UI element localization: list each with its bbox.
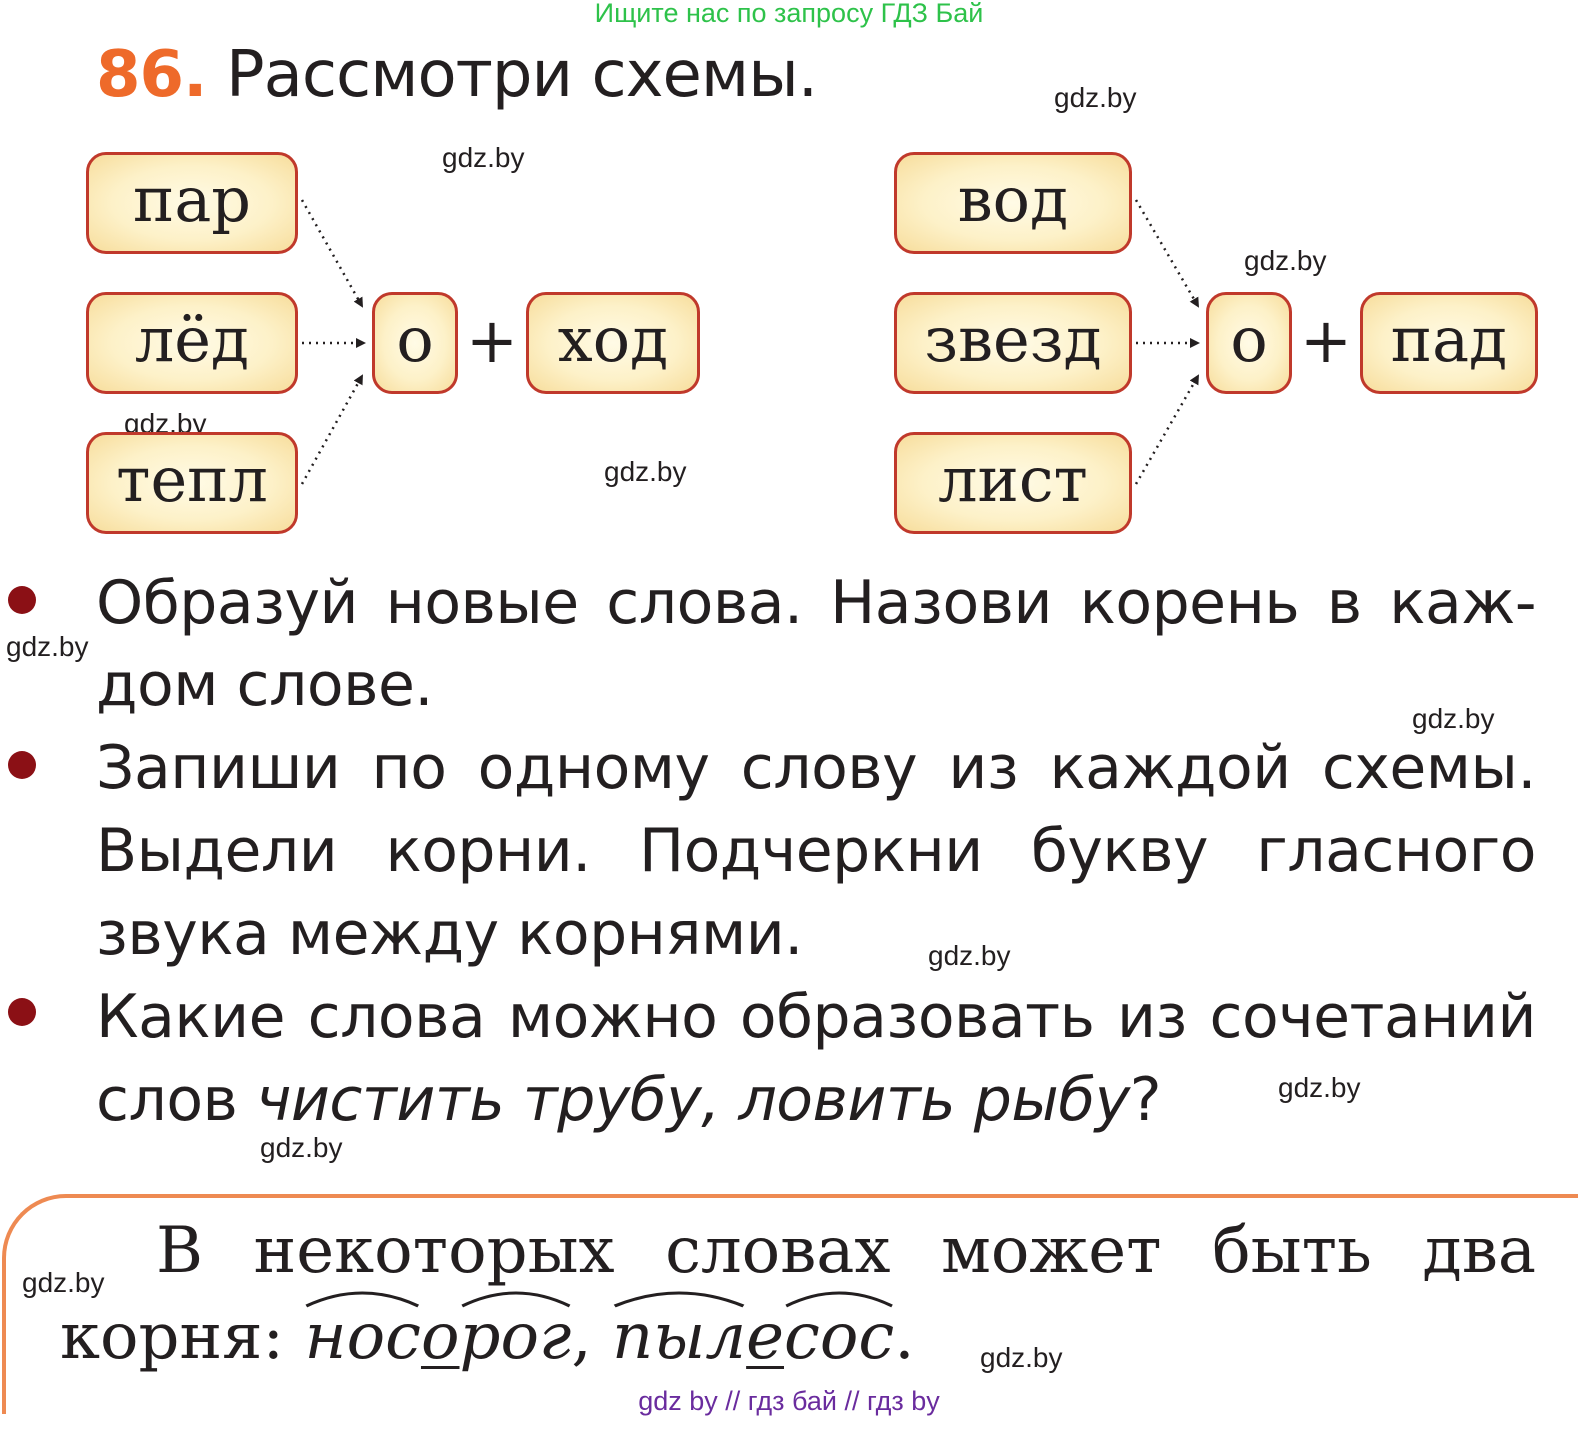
root-box: лёд bbox=[86, 292, 298, 394]
arrow bbox=[1134, 374, 1200, 485]
arc-mark bbox=[613, 1291, 745, 1308]
arrow bbox=[300, 374, 364, 485]
rule-text-start: корня: bbox=[60, 1300, 305, 1374]
root-arc: рог bbox=[460, 1291, 571, 1374]
watermark: gdz.by bbox=[1412, 703, 1495, 734]
root-box: тепл bbox=[86, 432, 298, 534]
watermark: gdz.by bbox=[980, 1342, 1063, 1373]
instruction-line: Образуй новые слова. Назови корень в каж… bbox=[96, 568, 1537, 638]
connector-box: о bbox=[372, 292, 458, 394]
bullet-point bbox=[8, 751, 36, 779]
task-number: 86. bbox=[96, 38, 207, 112]
second-root-box: пад bbox=[1360, 292, 1538, 394]
watermark: gdz.by bbox=[604, 456, 687, 487]
watermark: gdz.by bbox=[442, 142, 525, 173]
root-arc: пыл bbox=[612, 1291, 746, 1374]
watermark: gdz.by bbox=[1278, 1072, 1361, 1103]
scheme-arrows bbox=[300, 199, 1200, 485]
bullet-point bbox=[8, 998, 36, 1026]
root-arc: нос bbox=[304, 1291, 421, 1374]
arc-mark bbox=[460, 1291, 570, 1308]
instruction-line: Запиши по одному слову из каждой схемы. bbox=[96, 733, 1537, 803]
instruction-text: слов bbox=[96, 1065, 256, 1135]
comma: , bbox=[571, 1300, 613, 1374]
instruction-line: слов чистить трубу, ловить рыбу? bbox=[96, 1065, 1162, 1135]
question-mark: ? bbox=[1129, 1065, 1162, 1135]
bullet-point bbox=[8, 586, 36, 614]
root-box: вод bbox=[894, 152, 1132, 254]
instruction-line: дом слове. bbox=[96, 650, 433, 720]
root-box: пар bbox=[86, 152, 298, 254]
watermark: gdz.by bbox=[1244, 245, 1327, 276]
root-box: звезд bbox=[894, 292, 1132, 394]
second-root-box: ход bbox=[526, 292, 700, 394]
watermark: gdz.by bbox=[6, 631, 89, 662]
connecting-vowel: е bbox=[746, 1300, 784, 1374]
footer-watermark: gdz by // гдз бай // гдз by bbox=[638, 1386, 940, 1416]
arrow bbox=[1134, 199, 1200, 308]
rule-box bbox=[2, 1194, 1578, 1414]
rule-text: В некоторых словах может быть два bbox=[156, 1214, 1536, 1288]
arc-mark bbox=[785, 1291, 893, 1308]
period: . bbox=[894, 1300, 915, 1374]
connecting-vowel: о bbox=[420, 1300, 460, 1374]
root-arc: сос bbox=[784, 1291, 894, 1374]
word-combinations: чистить трубу, ловить рыбу bbox=[255, 1065, 1130, 1135]
watermark: gdz.by bbox=[1054, 82, 1137, 113]
top-banner: Ищите нас по запросу ГДЗ Бай bbox=[594, 0, 984, 28]
watermark: gdz.by bbox=[928, 940, 1011, 971]
arrow bbox=[300, 199, 364, 308]
watermark: gdz.by bbox=[260, 1132, 343, 1163]
root-box: лист bbox=[894, 432, 1132, 534]
instruction-line: Выдели корни. Подчеркни букву гласного bbox=[96, 816, 1537, 886]
watermark: gdz.by bbox=[22, 1267, 105, 1298]
plus-sign: + bbox=[466, 304, 518, 377]
instruction-line: Какие слова можно образовать из сочетани… bbox=[96, 982, 1537, 1052]
connector-box: о bbox=[1206, 292, 1292, 394]
instruction-line: звука между корнями. bbox=[96, 899, 803, 969]
plus-sign: + bbox=[1300, 304, 1352, 377]
task-title: Рассмотри схемы. bbox=[226, 38, 818, 112]
arc-mark bbox=[305, 1291, 420, 1308]
